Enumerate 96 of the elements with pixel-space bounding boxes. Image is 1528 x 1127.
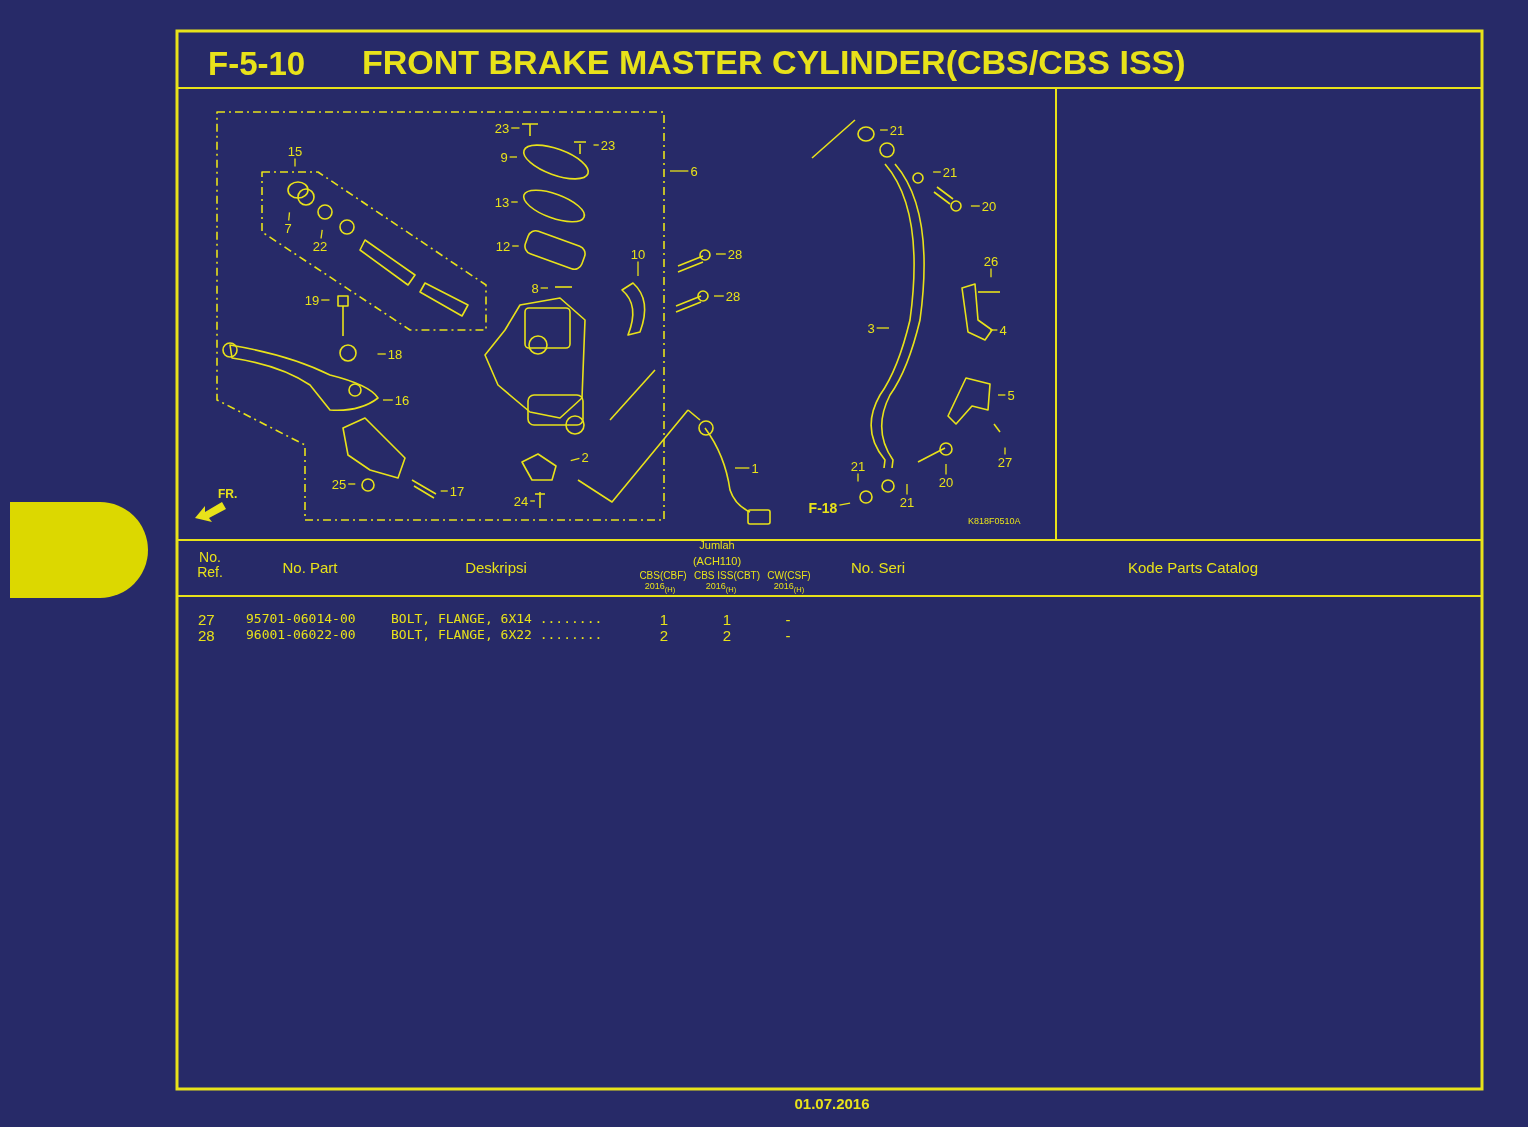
column-header: CBS ISS(CBT) <box>693 570 761 581</box>
callout-number: 25 <box>330 477 348 491</box>
leader-line <box>857 472 859 483</box>
leader-line <box>288 211 291 222</box>
table-cell: 2 <box>659 628 669 645</box>
column-header: 2016$_{(H)}$ <box>644 582 676 595</box>
column-header: No. Seri <box>850 560 906 577</box>
leader-line <box>715 253 727 255</box>
callout-number: 23 <box>493 121 511 135</box>
callout-number: F-18 <box>807 501 839 515</box>
callout-number: 2 <box>580 450 590 464</box>
drawing-code: K818F0510A <box>968 517 1021 527</box>
callout-number: 10 <box>629 247 647 261</box>
column-header: Jumlah <box>699 539 735 552</box>
leader-line <box>970 205 981 207</box>
leader-line <box>945 463 947 476</box>
leader-line <box>734 467 751 469</box>
leader-line <box>669 170 690 172</box>
callout-number: 28 <box>724 289 742 303</box>
table-cell: - <box>785 628 791 645</box>
leader-line <box>989 329 999 331</box>
callout-number: 9 <box>499 150 509 164</box>
figure-number: F-5-10 <box>208 46 306 83</box>
page-date: 01.07.2016 <box>794 1096 870 1113</box>
column-header: 2016$_{(H)}$ <box>773 582 805 595</box>
leader-line <box>875 327 890 329</box>
table-cell: 95701-06014-00 <box>246 612 356 627</box>
column-header: Kode Parts Catalog <box>1127 560 1259 577</box>
leader-line <box>320 299 331 301</box>
leader-line <box>997 394 1007 396</box>
table-cell: 96001-06022-00 <box>246 628 356 643</box>
callout-number: 26 <box>982 254 1000 268</box>
leader-line <box>838 502 851 506</box>
table-cell: 27 <box>198 612 215 629</box>
leader-line <box>570 457 581 462</box>
leader-line <box>879 129 889 131</box>
callout-number: 7 <box>283 221 293 235</box>
leader-line <box>294 157 296 168</box>
callout-number: 8 <box>530 281 540 295</box>
leader-line <box>511 245 520 247</box>
leader-line <box>539 287 549 289</box>
leader-line <box>637 260 639 277</box>
leader-line <box>510 201 519 203</box>
callout-number: 15 <box>286 144 304 158</box>
callout-number: 21 <box>898 495 916 509</box>
callout-number: 4 <box>998 323 1008 337</box>
column-header: No. Part <box>282 560 338 577</box>
page-title: FRONT BRAKE MASTER CYLINDER(CBS/CBS ISS) <box>362 44 1186 82</box>
leader-line <box>508 156 518 158</box>
callout-number: 19 <box>303 293 321 307</box>
callout-number: 13 <box>493 195 511 209</box>
callout-number: 5 <box>1006 388 1016 402</box>
leader-line <box>990 267 992 278</box>
callout-number: 18 <box>386 347 404 361</box>
leader-line <box>713 295 725 297</box>
table-cell: BOLT, FLANGE, 6X22 ........ <box>391 628 603 643</box>
callout-number: 21 <box>888 123 906 137</box>
direction-label: FR. <box>218 488 238 502</box>
callout-number: 12 <box>494 239 512 253</box>
callout-number: 24 <box>512 494 530 508</box>
column-header: No. Ref. <box>196 550 224 581</box>
callout-number: 17 <box>448 484 466 498</box>
callout-number: 3 <box>866 321 876 335</box>
callout-number: 21 <box>941 165 959 179</box>
table-cell: 28 <box>198 628 215 645</box>
callout-number: 23 <box>599 138 617 152</box>
leader-line <box>906 483 908 496</box>
callout-number: 6 <box>689 164 699 178</box>
leader-line <box>510 127 521 129</box>
table-cell: 1 <box>659 612 669 629</box>
leader-line <box>320 229 323 240</box>
table-cell: 2 <box>722 628 732 645</box>
leader-line <box>376 353 387 355</box>
column-header: CW(CSF) <box>767 570 811 581</box>
table-cell: BOLT, FLANGE, 6X14 ........ <box>391 612 603 627</box>
callout-number: 21 <box>849 459 867 473</box>
leader-line <box>347 483 356 485</box>
table-cell: - <box>785 612 791 629</box>
callout-number: 1 <box>750 461 760 475</box>
table-cell: 1 <box>722 612 732 629</box>
leader-line <box>529 500 536 502</box>
callout-number: 22 <box>311 239 329 253</box>
leader-line <box>1004 446 1006 456</box>
column-header: CBS(CBF) <box>639 570 687 581</box>
column-header: (ACH110) <box>692 555 742 568</box>
leader-line <box>932 171 942 173</box>
leader-line <box>382 399 394 401</box>
callout-number: 20 <box>980 199 998 213</box>
callout-number: 27 <box>996 455 1014 469</box>
callout-number: 28 <box>726 247 744 261</box>
column-header: 2016$_{(H)}$ <box>705 582 737 595</box>
leader-line <box>440 490 449 492</box>
callout-number: 16 <box>393 393 411 407</box>
leader-line <box>592 144 600 146</box>
callout-number: 20 <box>937 475 955 489</box>
column-header: Deskripsi <box>465 560 527 577</box>
